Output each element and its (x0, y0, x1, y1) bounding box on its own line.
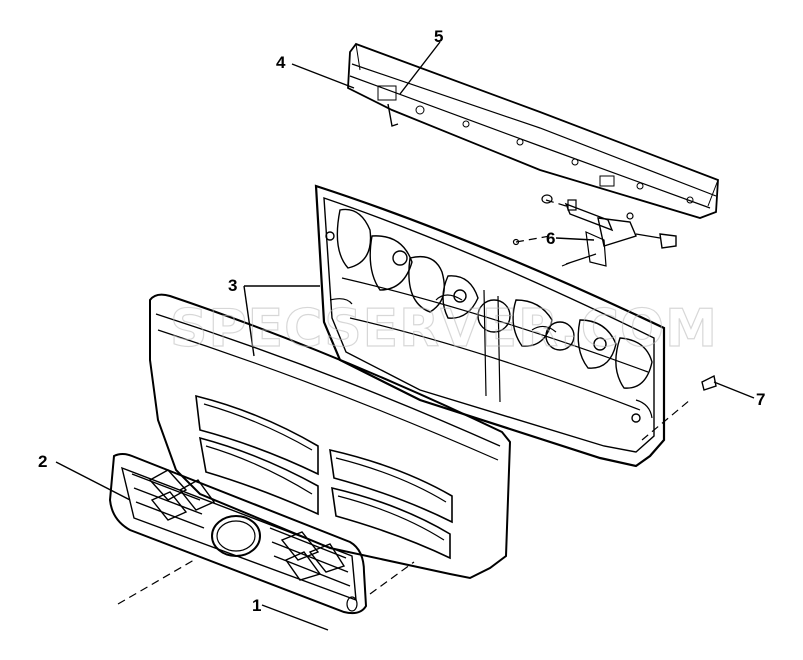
callout-3: 3 (228, 276, 237, 295)
emblem-badge (211, 515, 261, 557)
callout-4: 4 (276, 53, 286, 72)
fastener-clip (701, 374, 717, 391)
leader-lines (55, 41, 755, 631)
inner-grille-frame (314, 184, 666, 468)
watermark: SPECSERVER.COM (170, 299, 718, 359)
callout-labels: 1 2 3 4 5 6 7 (38, 27, 765, 615)
callout-1: 1 (252, 596, 261, 615)
callout-7: 7 (756, 390, 765, 409)
grille (108, 453, 368, 615)
callout-2: 2 (38, 452, 47, 471)
callout-5: 5 (434, 27, 443, 46)
callout-6: 6 (546, 229, 555, 248)
upper-cross-beam (347, 42, 719, 219)
bracket-assembly (512, 194, 677, 267)
assembly-guide-lines (117, 199, 691, 605)
front-panel (149, 293, 512, 580)
